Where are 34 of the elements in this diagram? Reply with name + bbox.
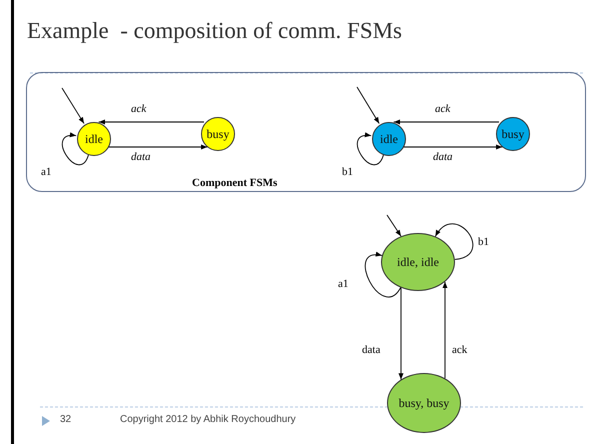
edge-label: a1 xyxy=(41,167,52,178)
self-loop-arrow xyxy=(364,252,402,298)
edge-label: ack xyxy=(131,104,146,115)
state-circle: idle xyxy=(77,122,111,156)
transition-arrow xyxy=(442,281,448,379)
edge-label: ack xyxy=(435,104,450,115)
state-circle: busy xyxy=(496,117,530,151)
transition-arrow xyxy=(98,119,204,125)
page-number: 32 xyxy=(60,414,72,425)
group-heading: Component FSMs xyxy=(192,177,278,189)
state-circle: busy, busy xyxy=(387,373,461,433)
edge-label: data xyxy=(362,345,380,356)
slide-title: Example - composition of comm. FSMs xyxy=(27,18,402,44)
transition-arrow xyxy=(62,88,84,124)
self-loop-arrow xyxy=(434,223,474,260)
edge-label: b1 xyxy=(342,167,353,178)
state-circle: idle xyxy=(372,122,406,156)
transition-arrow xyxy=(386,214,402,237)
edge-label: b1 xyxy=(478,237,489,248)
transition-arrow xyxy=(402,144,503,150)
state-circle: busy xyxy=(201,117,235,151)
self-loop-arrow xyxy=(357,133,384,166)
edge-label: data xyxy=(131,152,151,163)
group-frame xyxy=(26,72,586,192)
edge-label: a1 xyxy=(338,279,348,290)
self-loop-arrow xyxy=(62,133,90,166)
edge-label: data xyxy=(433,152,453,163)
transition-arrow xyxy=(106,144,208,150)
state-circle: idle, idle xyxy=(381,233,455,291)
copyright-note: Copyright 2012 by Abhik Roychoudhury xyxy=(120,414,296,425)
edge-label: ack xyxy=(452,345,468,356)
transition-arrow xyxy=(398,287,404,380)
transition-arrow xyxy=(393,119,500,125)
transition-arrow xyxy=(356,86,380,124)
